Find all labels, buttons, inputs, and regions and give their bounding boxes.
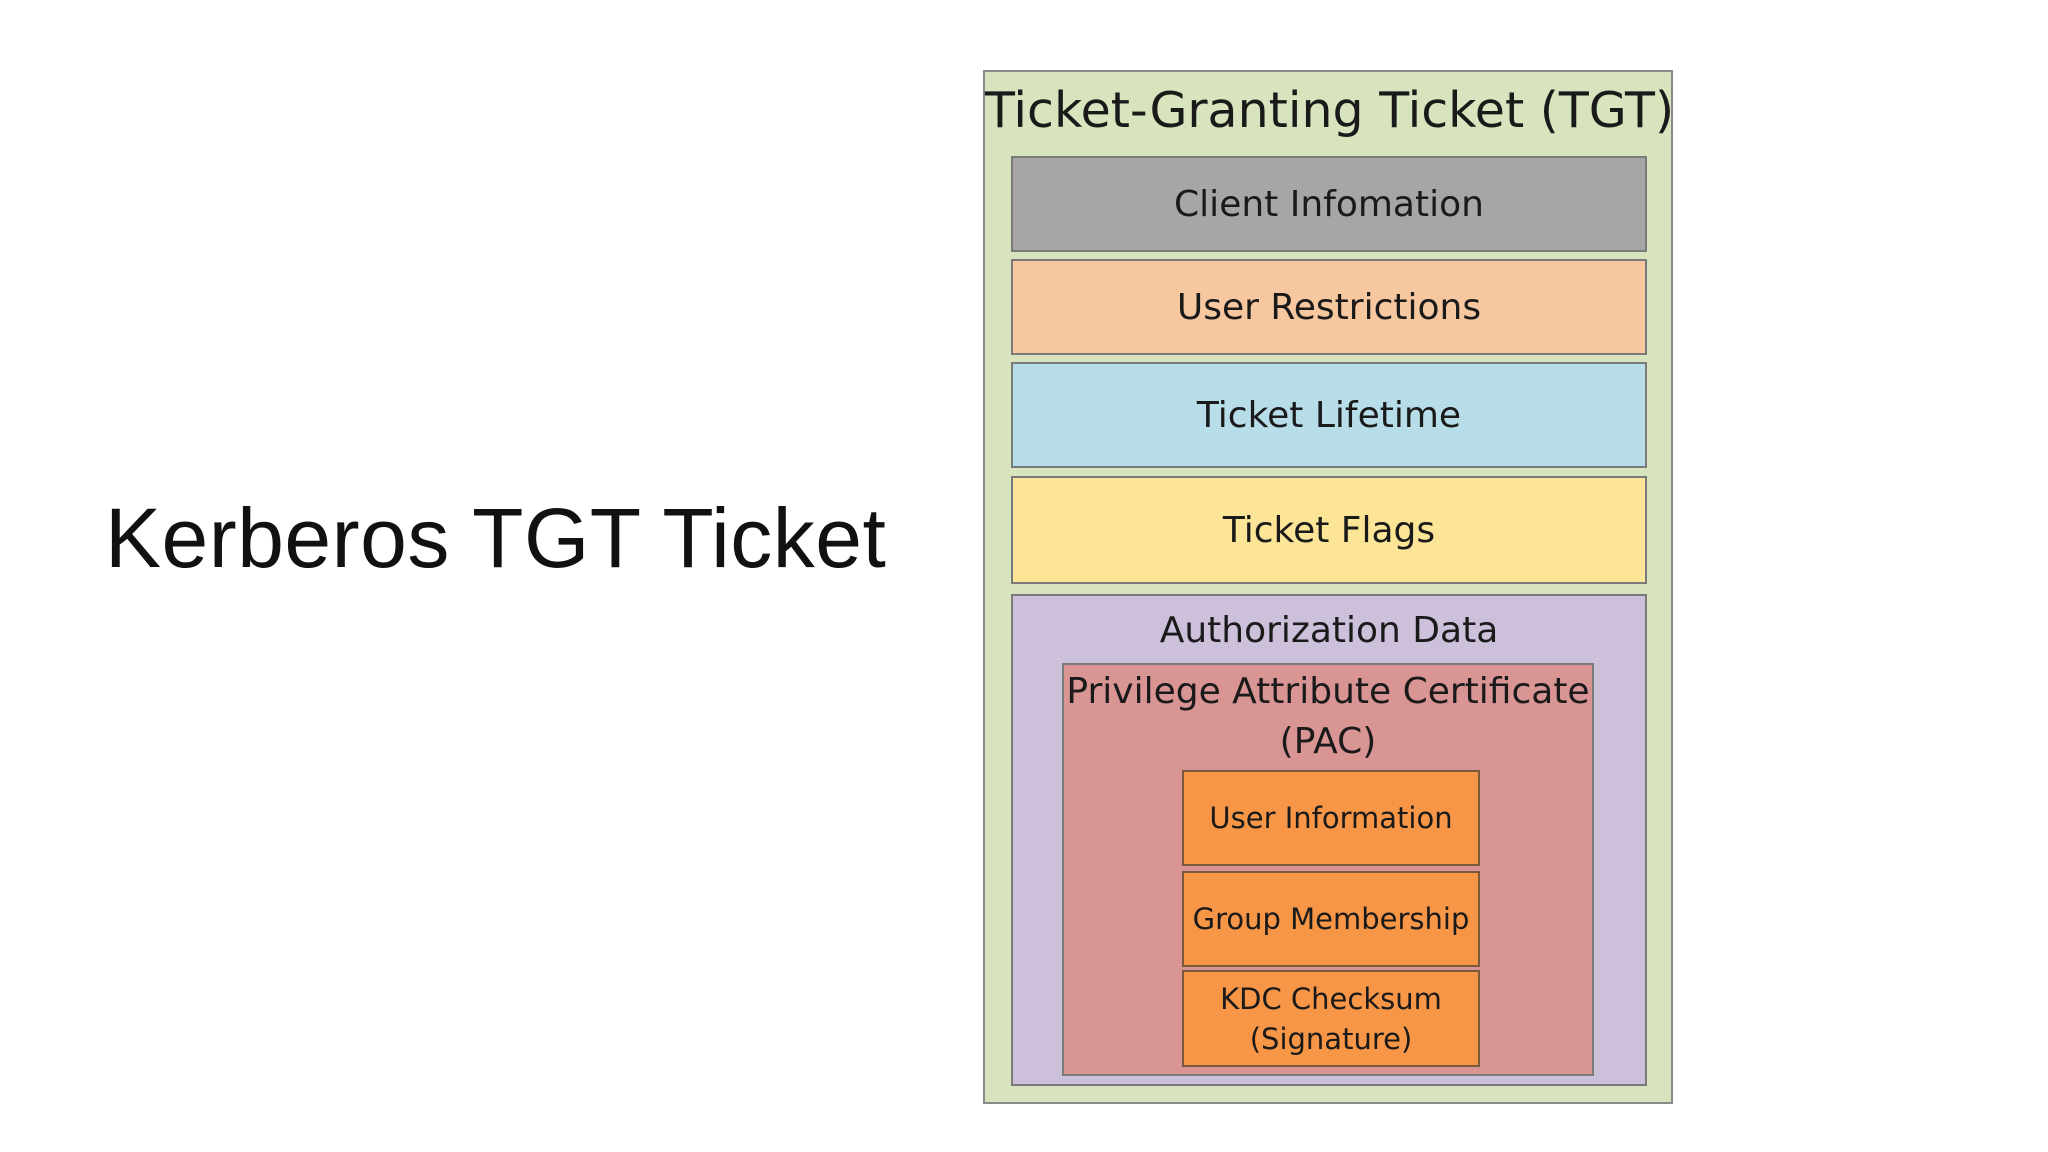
pac-title: Privilege Attribute Certificate (PAC) — [1064, 667, 1592, 767]
field-ticket-flags: Ticket Flags — [1011, 476, 1647, 584]
field-user-restrictions: User Restrictions — [1011, 259, 1647, 355]
field-client-information: Client Infomation — [1011, 156, 1647, 252]
pac-item-label: KDC Checksum — [1220, 981, 1442, 1016]
authorization-data-box: Authorization Data Privilege Attribute C… — [1011, 594, 1647, 1086]
pac-item-label-sub: (Signature) — [1249, 1021, 1413, 1056]
pac-title-line1: Privilege Attribute Certificate — [1066, 671, 1590, 712]
pac-item-label: Group Membership — [1192, 902, 1470, 936]
slide-title: Kerberos TGT Ticket — [105, 491, 887, 585]
field-ticket-lifetime: Ticket Lifetime — [1011, 362, 1647, 468]
tgt-container: Ticket-Granting Ticket (TGT) Client Info… — [983, 70, 1675, 1104]
pac-item-label: User Information — [1209, 801, 1453, 835]
pac-item-group-membership: Group Membership — [1182, 871, 1480, 967]
authorization-data-title: Authorization Data — [1159, 610, 1499, 651]
pac-box: Privilege Attribute Certificate (PAC) Us… — [1062, 663, 1594, 1076]
tgt-title: Ticket-Granting Ticket (TGT) — [985, 82, 1675, 139]
pac-title-line2: (PAC) — [1279, 721, 1377, 762]
pac-item-user-information: User Information — [1182, 770, 1480, 866]
pac-item-kdc-checksum: KDC Checksum (Signature) — [1182, 970, 1480, 1067]
